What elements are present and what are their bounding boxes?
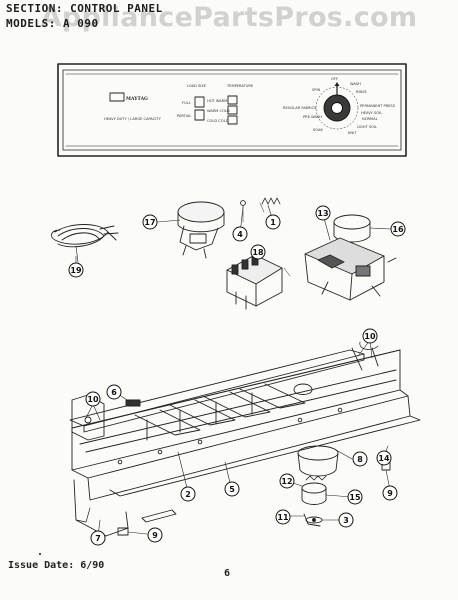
callout-label: 10 [87, 395, 99, 404]
callout-14: 14 [376, 450, 392, 466]
timer-dial [315, 82, 359, 130]
brand-label: MAYTAG [126, 96, 148, 102]
cold-cold-label: COLD COLD [207, 119, 229, 123]
section-title: SECTION: CONTROL PANEL [6, 2, 163, 15]
callout-label: 15 [349, 493, 361, 502]
load-full-button [194, 96, 205, 108]
load-partial-button [194, 109, 205, 121]
spin-label: SPIN [312, 88, 321, 92]
callout-label: 3 [343, 516, 349, 525]
callout-10: 10 [85, 391, 101, 407]
callout-label: 19 [70, 266, 82, 275]
heavy-soil-label: HEAVY SOIL [361, 111, 382, 115]
light-soil-label: LIGHT SOIL [357, 125, 377, 129]
callout-label: 2 [185, 490, 191, 499]
callout-19: 19 [68, 262, 84, 278]
callout-11: 11 [275, 509, 291, 525]
permanent-press-label: PERMANENT PRESS [360, 104, 396, 108]
callout-label: 7 [95, 534, 101, 543]
callout-6: 6 [106, 384, 122, 400]
timer-part [177, 201, 225, 259]
callout-3: 3 [338, 512, 354, 528]
callout-label: 10 [364, 332, 376, 341]
callout-12: 12 [279, 473, 295, 489]
load-size-label: LOAD SIZE [187, 84, 207, 88]
callout-4: 4 [232, 226, 248, 242]
issue-date: Issue Date: 6/90 [8, 560, 105, 571]
callout-label: 13 [317, 209, 328, 218]
knit-label: KNIT [348, 131, 357, 135]
watermark: AppliancePartsPros.com [40, 2, 418, 33]
callout-label: 5 [229, 485, 235, 494]
temp-hot-warm-button [227, 95, 238, 105]
temperature-label: TEMPERATURE [226, 84, 254, 88]
console-frame [38, 341, 421, 556]
callout-label: 16 [392, 225, 404, 234]
callout-label: 12 [281, 477, 292, 486]
callout-1: 1 [265, 214, 281, 230]
callout-label: 17 [144, 218, 155, 227]
callout-9: 9 [147, 527, 163, 543]
callout-18: 18 [250, 244, 266, 260]
callout-9: 9 [382, 485, 398, 501]
timer-assembly [304, 214, 397, 301]
callout-label: 14 [378, 454, 390, 463]
page-number: 6 [224, 568, 231, 579]
off-label: OFF [331, 77, 338, 81]
pre-wash-label: PRE-WASH [303, 115, 322, 119]
partial-label: PARTIAL [177, 114, 191, 118]
callout-label: 8 [357, 455, 363, 464]
full-label: FULL [182, 101, 191, 105]
callout-5: 5 [224, 481, 240, 497]
callout-17: 17 [142, 214, 158, 230]
temp-warm-cold-button [227, 105, 238, 115]
callout-label: 1 [270, 218, 276, 227]
hot-warm-label: HOT WARM [207, 99, 227, 103]
wire-harness [50, 224, 119, 263]
callout-label: 6 [111, 388, 117, 397]
callout-8: 8 [352, 451, 368, 467]
callout-15: 15 [347, 489, 363, 505]
model-text: HEAVY DUTY / LARGE CAPACITY [104, 117, 162, 121]
temp-cold-cold-button [227, 115, 238, 125]
control-panel: MAYTAG HEAVY DUTY / LARGE CAPACITY LOAD … [57, 63, 407, 157]
callout-label: 9 [387, 489, 393, 498]
warm-cold-label: WARM COLD [207, 109, 230, 113]
rinse-label: RINSE [356, 90, 368, 94]
callout-10: 10 [362, 328, 378, 344]
callout-16: 16 [390, 221, 406, 237]
normal-label: NORMAL [362, 117, 378, 121]
push-button-switch [226, 254, 291, 310]
soak-label: SOAK [313, 128, 324, 132]
maytag-logo [109, 92, 125, 102]
callout-7: 7 [90, 530, 106, 546]
callout-label: 18 [252, 248, 264, 257]
models-title: MODELS: A 090 [6, 17, 99, 30]
callout-2: 2 [180, 486, 196, 502]
callout-label: 9 [152, 531, 158, 540]
callout-label: 4 [237, 230, 243, 239]
callout-label: 11 [277, 513, 289, 522]
regular-fabrics-label: REGULAR FABRICS [283, 106, 317, 110]
wash-label: WASH [350, 82, 361, 86]
callout-13: 13 [315, 205, 331, 221]
